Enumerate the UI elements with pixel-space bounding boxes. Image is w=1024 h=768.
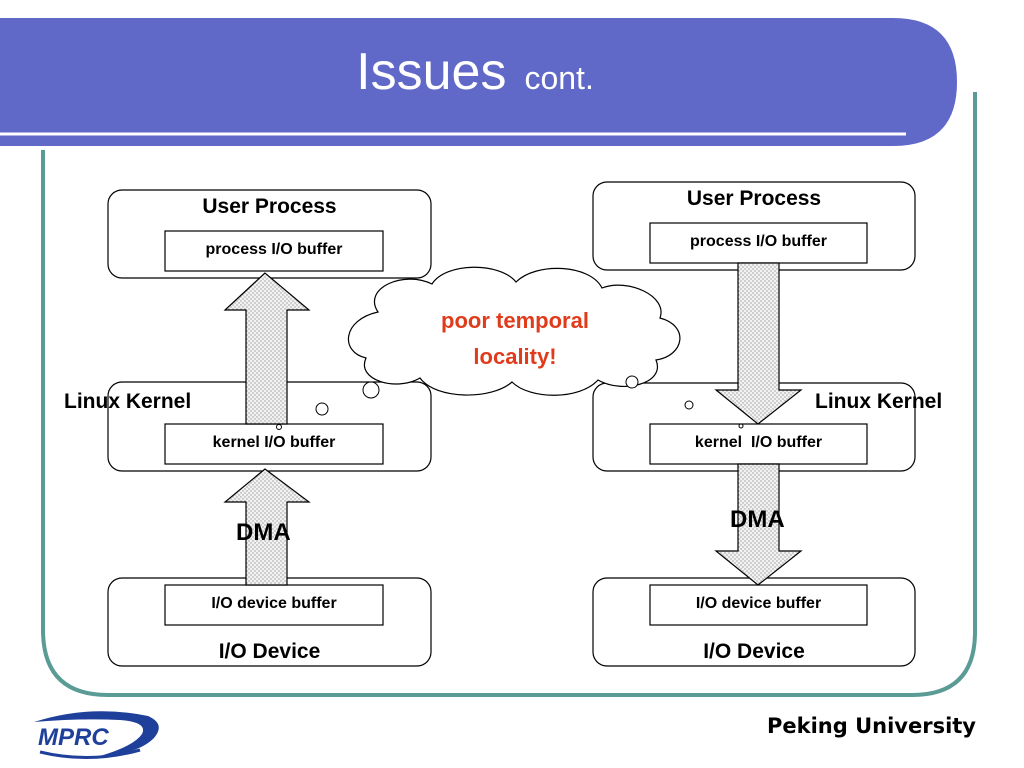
left-lower-up-arrow (223, 468, 311, 586)
slide-title: Issues cont. (0, 42, 950, 102)
callout-bubble-right-small (738, 423, 744, 429)
right-kernel-buffer-label: kernel I/O buffer (694, 434, 823, 451)
left-user-process-label: User Process (202, 195, 337, 218)
left-dma-label: DMA (236, 519, 291, 546)
right-kernel-buffer-box (649, 423, 868, 465)
mprc-logo: MPRC (34, 711, 159, 760)
slide-title-main: Issues (356, 43, 507, 101)
left-process-buffer-label: process I/O buffer (205, 241, 343, 258)
left-upper-up-arrow (223, 272, 311, 425)
left-kernel-buffer-label: kernel I/O buffer (212, 434, 336, 451)
left-kernel-label: Linux Kernel (64, 390, 192, 413)
callout-bubble-right-large (625, 375, 639, 389)
slide-title-suffix: cont. (524, 60, 594, 96)
right-kernel-label: Linux Kernel (815, 390, 943, 413)
right-device-buffer-box (649, 584, 868, 626)
callout-bubble-right-medium (684, 400, 694, 410)
left-device-buffer-box (164, 584, 384, 626)
right-device-label: I/O Device (703, 640, 805, 663)
callout-bubble-left-medium (315, 402, 329, 416)
right-process-buffer-box (649, 222, 868, 264)
footer-university: Peking University (766, 714, 976, 738)
callout-text: poor temporal locality! (350, 303, 680, 375)
callout-line-2: locality! (473, 344, 557, 369)
header-band (0, 18, 957, 146)
left-device-label: I/O Device (218, 640, 321, 663)
right-user-process-label: User Process (686, 187, 822, 210)
left-kernel-buffer-box (164, 423, 384, 465)
callout-bubble-left-small (276, 424, 282, 430)
callout-bubble-left-large (362, 381, 380, 399)
slide-frame (41, 92, 977, 697)
right-upper-down-arrow (714, 262, 803, 425)
svg-text:MPRC: MPRC (38, 724, 109, 751)
callout-line-1: poor temporal (441, 308, 589, 333)
right-device-buffer-label: I/O device buffer (695, 595, 822, 612)
right-process-buffer-label: process I/O buffer (690, 233, 827, 250)
left-device-buffer-label: I/O device buffer (211, 595, 337, 612)
callout-cloud (348, 266, 681, 396)
right-dma-label: DMA (730, 506, 785, 533)
right-lower-down-arrow (714, 463, 803, 586)
left-process-buffer-box (164, 230, 384, 272)
